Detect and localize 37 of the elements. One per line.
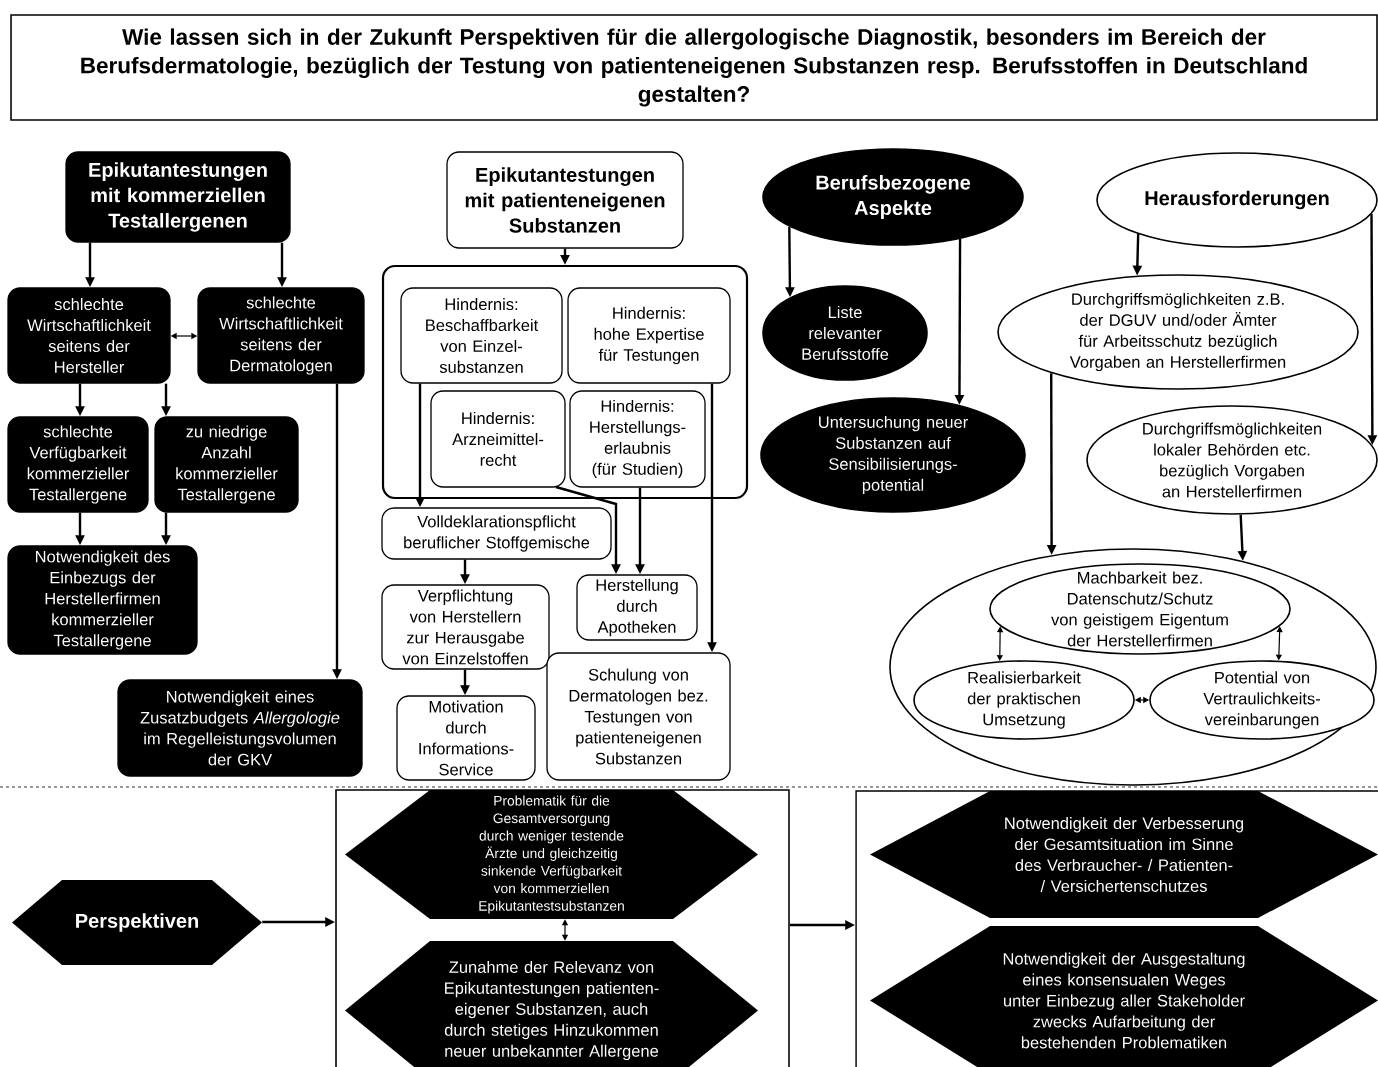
ellipse-node: Potential von Vertraulichkeits-vereinbarungen [1149, 660, 1375, 740]
process-box: Schulung von Dermatologen bez. Testungen von patienteneigenen Substanzen [546, 652, 731, 781]
process-box: Hindernis: Herstellungs-erlaubnis (für Studien) [569, 390, 706, 488]
ellipse-node: Herausforderungen [1096, 152, 1378, 248]
process-box: schlechte Verfügbarkeit kommerzieller Testallergene [7, 416, 149, 513]
process-box: Herstellung durch Apotheken [576, 574, 698, 641]
process-box: Volldeklarationspflicht beruflicher Stoffgemische [381, 507, 612, 560]
process-box: Notwendigkeit eines Zusatzbudgets Allergologie im Regelleistungsvolumen der GKV [117, 679, 363, 777]
group-frame [381, 264, 749, 500]
ellipse-node: Liste relevanter Berufsstoffe [762, 285, 928, 381]
process-box: Epikutantestungen mit patienteneigenen Substanzen [446, 151, 684, 249]
hexagon-node: Zunahme der Relevanz von Epikutantestungen patienten-eigener Substanzen, auch durch stetiges Hinzukommen neuer unbekannter Allergene [345, 941, 758, 1067]
group-frame [335, 789, 790, 1067]
process-box: Hindernis: Arzneimittel-recht [430, 390, 566, 488]
process-box: schlechte Wirtschaftlichkeit seitens der Dermatologen [197, 287, 365, 384]
arrow [561, 919, 569, 941]
group-frame [855, 790, 1378, 1067]
title-box: Wie lassen sich in der Zukunft Perspektiven für die allergologische Diagnostik, besonders im Bereich der Berufsdermatologie, bezüglich der Testung von patienteneigenen Substanzen resp. Berufsstoffen in Deutschland gestalten? [10, 14, 1378, 121]
process-box: Notwendigkeit des Einbezugs der Herstellerfirmen kommerzieller Testallergene [7, 545, 198, 655]
process-box: schlechte Wirtschaftlichkeit seitens der Hersteller [7, 287, 171, 384]
ellipse-node: Untersuchung neuer Substanzen auf Sensibilisierungs-potential [760, 397, 1026, 513]
ellipse-node: Machbarkeit bez. Datenschutz/Schutz von geistigem Eigentum der Herstellerfirmen [989, 563, 1291, 655]
process-box: Epikutantestungen mit kommerziellen Testallergenen [65, 151, 291, 243]
hexagon-node: Notwendigkeit der Ausgestaltung eines konsensualen Weges unter Einbezug aller Stakeholder zwecks Aufarbeitung der bestehenden Problematiken [870, 926, 1378, 1067]
hexagon-node: Notwendigkeit der Verbesserung der Gesamtsituation im Sinne des Verbraucher- / Patienten- / Versichertenschutzes [870, 791, 1378, 918]
hexagon-node: Perspektiven [12, 880, 262, 965]
ellipse-node: Berufsbezogene Aspekte [762, 148, 1024, 246]
process-box: Hindernis: Beschaffbarkeit von Einzel-substanzen [400, 287, 563, 384]
process-box: Motivation durch Informations-Service [396, 695, 536, 781]
process-box: Hindernis: hohe Expertise für Testungen [567, 287, 731, 384]
node-label: Potential von Vertraulichkeits-vereinbarungen [1203, 671, 1320, 729]
process-box: Verpflichtung von Herstellern zur Herausgabe von Einzelstoffen [381, 584, 550, 670]
ellipse-node: Durchgriffsmöglichkeiten z.B. der DGUV und/oder Ämter für Arbeitsschutz bezüglich Vorgaben an Herstellerfirmen [997, 274, 1359, 390]
ellipse-node: Durchgriffsmöglichkeiten lokaler Behörden etc. bezüglich Vorgaben an Herstellerfirmen [1086, 405, 1378, 515]
process-box: zu niedrige Anzahl kommerzieller Testallergene [154, 416, 299, 513]
ellipse-node: Realisierbarkeit der praktischen Umsetzung [913, 660, 1135, 740]
hexagon-node: Problematik für die Gesamtversorgung durch weniger testende Ärzte und gleichzeitig sinkende Verfügbarkeit von kommerziellen Epikutantestsubstanzen [345, 790, 758, 919]
